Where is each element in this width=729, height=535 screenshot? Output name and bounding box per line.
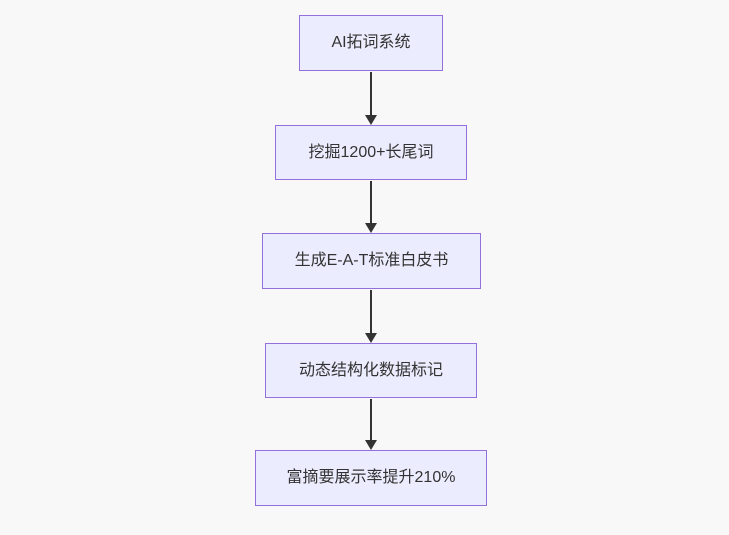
arrow-shaft	[370, 181, 372, 225]
arrowhead-down-icon	[365, 223, 377, 233]
flow-node-longtail-mining: 挖掘1200+长尾词	[275, 125, 467, 180]
arrow-shaft	[370, 290, 372, 335]
flow-node-label: 动态结构化数据标记	[298, 361, 443, 379]
arrowhead-down-icon	[365, 440, 377, 450]
flow-node-eat-whitepaper: 生成E-A-T标准白皮书	[262, 233, 481, 289]
flow-node-ai-keyword-system: AI拓词系统	[299, 15, 443, 71]
flow-node-structured-data-markup: 动态结构化数据标记	[265, 343, 477, 398]
arrowhead-down-icon	[365, 115, 377, 125]
flow-node-label: AI拓词系统	[331, 34, 411, 51]
arrow-shaft	[370, 72, 372, 117]
arrowhead-down-icon	[365, 333, 377, 343]
flow-node-rich-snippet-result: 富摘要展示率提升210%	[255, 450, 487, 506]
flow-node-label: 挖掘1200+长尾词	[308, 143, 434, 161]
arrow-shaft	[370, 399, 372, 442]
flow-node-label: 生成E-A-T标准白皮书	[294, 252, 449, 269]
flow-node-label: 富摘要展示率提升210%	[286, 469, 456, 486]
